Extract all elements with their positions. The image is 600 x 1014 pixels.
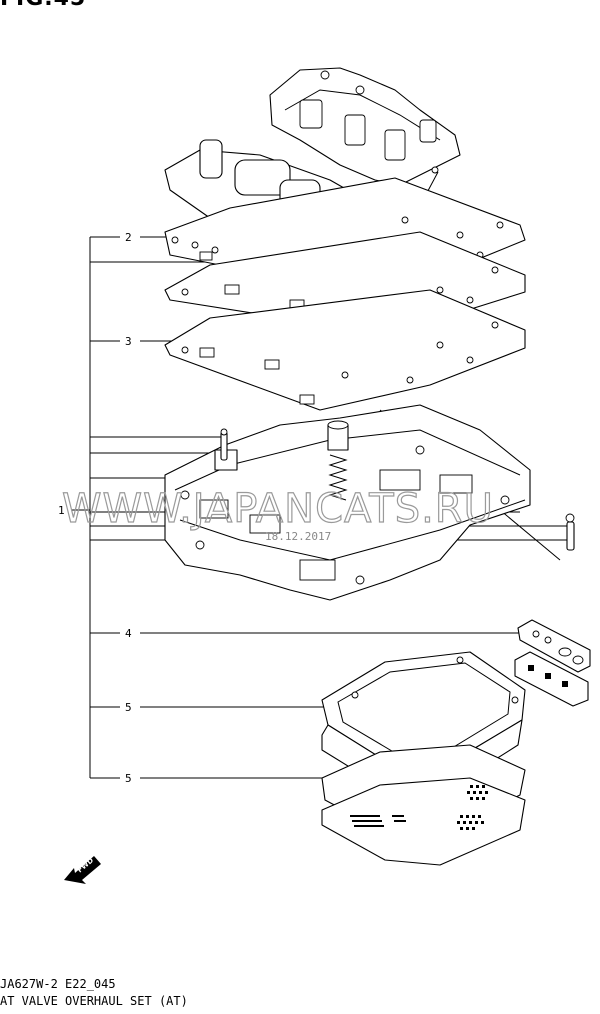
forward-arrow-icon: FWD — [64, 856, 101, 884]
pin-right — [565, 513, 575, 551]
gasket-plate-3 — [164, 289, 526, 411]
oil-strainer-5 — [321, 744, 526, 866]
diagram-description: AT VALVE OVERHAUL SET (AT) — [0, 994, 188, 1008]
watermark-date: 18.12.2017 — [265, 530, 331, 543]
watermark-text: WWW.JAPANCATS.RU — [62, 486, 494, 532]
callout-4: 4 — [125, 627, 132, 640]
strainer-gasket-4 — [514, 619, 591, 707]
figure-title: FIG.45 — [0, 0, 86, 11]
lower-valve-body — [164, 404, 531, 601]
callout-2: 2 — [125, 231, 132, 244]
upper-valve-body — [269, 67, 461, 186]
callout-5-lower: 5 — [125, 772, 132, 785]
pin-left — [220, 428, 228, 461]
callout-3: 3 — [125, 335, 132, 348]
diagram-code: JA627W-2 E22_045 — [0, 977, 116, 991]
spring-and-piston — [327, 420, 349, 501]
callout-5-upper: 5 — [125, 701, 132, 714]
callout-1: 1 — [58, 504, 65, 517]
